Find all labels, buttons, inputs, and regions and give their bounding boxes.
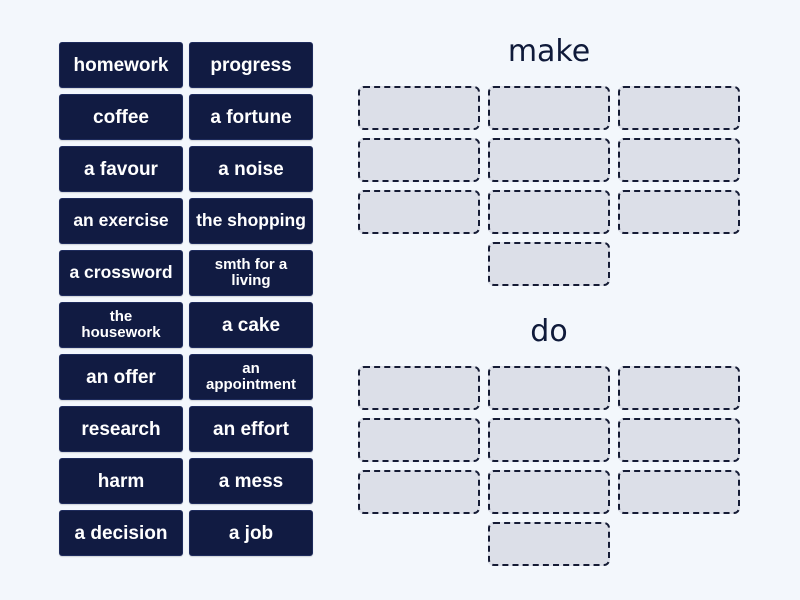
- word-tile[interactable]: an effort: [189, 406, 313, 452]
- word-tile[interactable]: research: [59, 406, 183, 452]
- drop-slot[interactable]: [618, 138, 740, 182]
- drop-slot[interactable]: [488, 190, 610, 234]
- drop-slot[interactable]: [618, 86, 740, 130]
- word-tile[interactable]: a cake: [189, 302, 313, 348]
- word-tile[interactable]: a noise: [189, 146, 313, 192]
- drop-slot[interactable]: [618, 418, 740, 462]
- drop-slot[interactable]: [358, 86, 480, 130]
- drop-slot[interactable]: [358, 418, 480, 462]
- group-title-do: do: [530, 314, 568, 349]
- word-tile-label: coffee: [93, 106, 149, 128]
- drop-slot[interactable]: [358, 138, 480, 182]
- drop-slot[interactable]: [618, 190, 740, 234]
- drop-slot[interactable]: [488, 86, 610, 130]
- word-tile-label: an appointment: [206, 360, 296, 393]
- word-tile-label: a decision: [74, 522, 168, 544]
- word-tile-label: the shopping: [196, 210, 306, 231]
- word-tile-label: smth for a living: [214, 256, 288, 289]
- word-tile-label: a job: [228, 522, 274, 544]
- word-tile-label: a mess: [218, 470, 284, 492]
- drop-slot[interactable]: [488, 522, 610, 566]
- drop-slot[interactable]: [618, 366, 740, 410]
- word-tile[interactable]: smth for a living: [189, 250, 313, 296]
- word-tile[interactable]: an exercise: [59, 198, 183, 244]
- word-tile-label: progress: [210, 54, 292, 76]
- word-tile-label: a crossword: [69, 262, 173, 283]
- word-tile[interactable]: the housework: [59, 302, 183, 348]
- word-tile-label: homework: [73, 54, 169, 76]
- drop-slot[interactable]: [488, 138, 610, 182]
- word-tile[interactable]: homework: [59, 42, 183, 88]
- word-tile[interactable]: a favour: [59, 146, 183, 192]
- word-tile[interactable]: progress: [189, 42, 313, 88]
- word-tile-label: the housework: [81, 308, 161, 341]
- word-tile-label: an offer: [86, 366, 156, 388]
- word-tile[interactable]: a crossword: [59, 250, 183, 296]
- drop-slot[interactable]: [488, 366, 610, 410]
- word-tile[interactable]: the shopping: [189, 198, 313, 244]
- drop-slot[interactable]: [488, 242, 610, 286]
- word-tile-label: harm: [97, 470, 145, 492]
- word-tile-label: an exercise: [73, 210, 169, 231]
- drop-slot[interactable]: [488, 418, 610, 462]
- drop-slot[interactable]: [358, 470, 480, 514]
- word-tile[interactable]: a decision: [59, 510, 183, 556]
- word-tile-label: research: [81, 418, 161, 440]
- word-tile[interactable]: an appointment: [189, 354, 313, 400]
- drop-slot[interactable]: [488, 470, 610, 514]
- drop-slot[interactable]: [358, 366, 480, 410]
- word-tile-label: a favour: [84, 158, 158, 180]
- word-tile-label: a fortune: [210, 106, 292, 128]
- drop-slot[interactable]: [358, 190, 480, 234]
- word-tile[interactable]: coffee: [59, 94, 183, 140]
- group-title-make: make: [507, 34, 591, 69]
- word-tile[interactable]: harm: [59, 458, 183, 504]
- word-tile-label: an effort: [213, 418, 289, 440]
- word-tile[interactable]: a job: [189, 510, 313, 556]
- word-tile[interactable]: a mess: [189, 458, 313, 504]
- word-tile[interactable]: an offer: [59, 354, 183, 400]
- word-tile[interactable]: a fortune: [189, 94, 313, 140]
- word-tile-label: a cake: [221, 314, 281, 336]
- drop-slot[interactable]: [618, 470, 740, 514]
- word-tile-label: a noise: [218, 158, 284, 180]
